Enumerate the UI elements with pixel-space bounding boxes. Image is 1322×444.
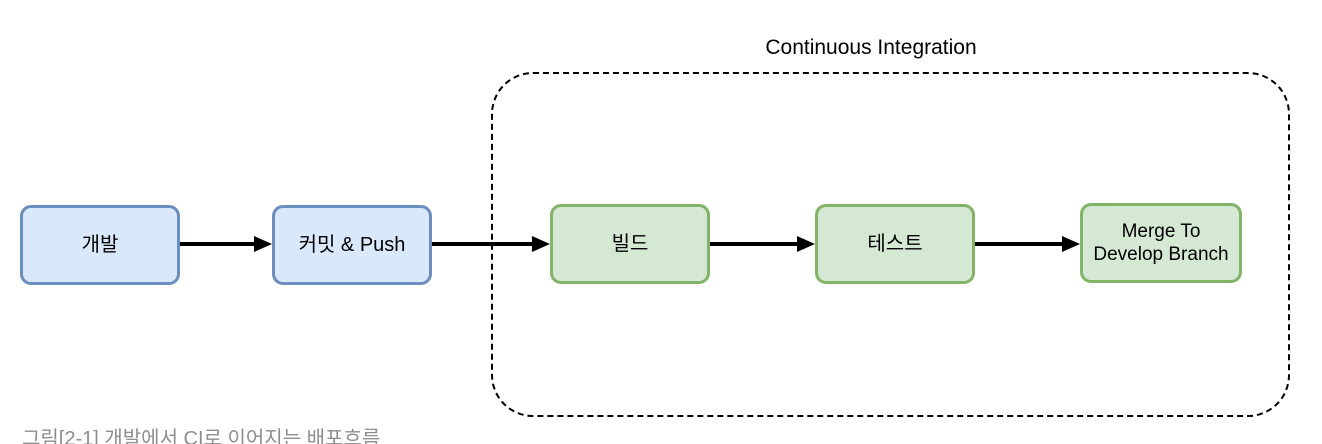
arrowhead-icon [797,236,815,252]
arrow-line [710,242,802,246]
node-merge-to-develop-label: Merge To Develop Branch [1093,221,1229,265]
arrow-line [180,242,259,246]
node-test: 테스트 [815,204,975,284]
arrowhead-icon [1062,236,1080,252]
node-test-label: 테스트 [867,233,923,255]
figure-caption: 그림[2-1] 개발에서 CI로 이어지는 배포흐름 [22,428,381,444]
node-build: 빌드 [550,204,710,284]
arrow-build-to-test [710,236,815,252]
arrowhead-icon [532,236,550,252]
node-build-label: 빌드 [611,233,649,255]
arrow-commit-to-build [432,236,550,252]
node-merge-to-develop: Merge To Develop Branch [1080,203,1242,283]
arrowhead-icon [254,236,272,252]
node-commit-push: 커밋 & Push [272,205,432,285]
arrow-test-to-merge [975,236,1080,252]
node-dev: 개발 [20,205,180,285]
arrow-dev-to-commit [180,236,272,252]
node-dev-label: 개발 [81,234,119,256]
arrow-line [432,242,537,246]
ci-group-title: Continuous Integration [765,36,977,59]
arrow-line [975,242,1067,246]
node-commit-push-label: 커밋 & Push [298,234,406,256]
